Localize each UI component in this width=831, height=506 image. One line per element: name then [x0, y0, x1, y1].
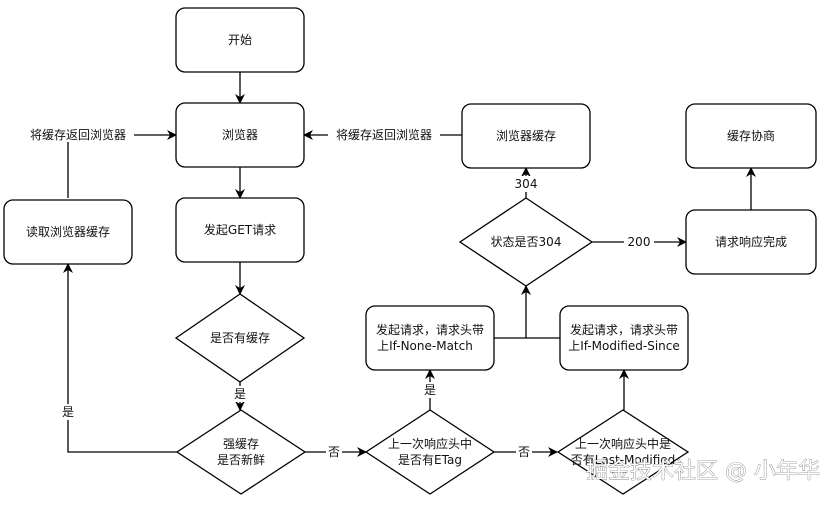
watermark: 掘金技术社区 @ 小年华 — [586, 459, 820, 484]
label-send-get: 发起GET请求 — [204, 222, 276, 237]
node-browser-cache — [461, 103, 591, 169]
node-req-if-none-match — [365, 305, 495, 371]
label-etag-check-2: 是否有ETag — [398, 453, 462, 467]
node-start — [175, 7, 305, 73]
edge-label-200: 200 — [628, 235, 651, 249]
label-strong-cache-2: 是否新鲜 — [217, 452, 265, 467]
edge-label-yes-fresh: 是 — [62, 405, 74, 419]
label-start: 开始 — [228, 33, 252, 47]
edge-label-yes-etag: 是 — [424, 383, 436, 397]
label-strong-cache-1: 强缓存 — [223, 437, 259, 451]
node-browser — [175, 102, 305, 168]
edge-read-browser — [67, 130, 177, 198]
node-request-done — [685, 209, 817, 275]
label-modsince-1: 发起请求，请求头带 — [570, 322, 678, 337]
node-etag-check — [364, 409, 496, 495]
node-req-if-modified-since — [559, 305, 689, 371]
label-lastmod-check-1: 上一次响应头中是 — [575, 436, 671, 451]
label-status-304: 状态是否304 — [491, 235, 562, 249]
label-read-cache: 读取浏览器缓存 — [26, 224, 110, 239]
node-cache-negotiation — [685, 103, 817, 169]
edge-label-yes-has-cache: 是 — [234, 387, 246, 401]
label-cache-negotiation: 缓存协商 — [727, 128, 775, 143]
label-browser-cache: 浏览器缓存 — [496, 128, 556, 143]
label-etag-check-1: 上一次响应头中 — [388, 436, 472, 451]
node-send-get — [175, 197, 305, 263]
node-has-cache — [174, 293, 306, 383]
label-browser: 浏览器 — [222, 127, 258, 142]
edge-label-return-mid: 将缓存返回浏览器 — [336, 127, 432, 142]
edge-label-no-etag: 否 — [518, 445, 530, 459]
label-lastmod-check-2: 否有Last-Modified — [571, 453, 676, 467]
node-lastmod-check — [556, 409, 690, 495]
edge-label-no-fresh: 否 — [328, 445, 340, 459]
label-request-done: 请求响应完成 — [715, 234, 787, 249]
node-strong-cache — [175, 409, 307, 495]
label-has-cache: 是否有缓存 — [210, 331, 270, 345]
node-read-cache — [3, 199, 133, 265]
edge-strong-read — [63, 263, 177, 453]
label-nonematch-1: 发起请求，请求头带 — [376, 322, 484, 337]
node-status-304 — [458, 197, 594, 287]
label-nonematch-2: 上If-None-Match — [377, 339, 473, 353]
edge-label-return-left: 将缓存返回浏览器 — [30, 127, 126, 142]
edge-label-304: 304 — [515, 177, 538, 191]
label-modsince-2: 上If-Modified-Since — [568, 339, 680, 353]
